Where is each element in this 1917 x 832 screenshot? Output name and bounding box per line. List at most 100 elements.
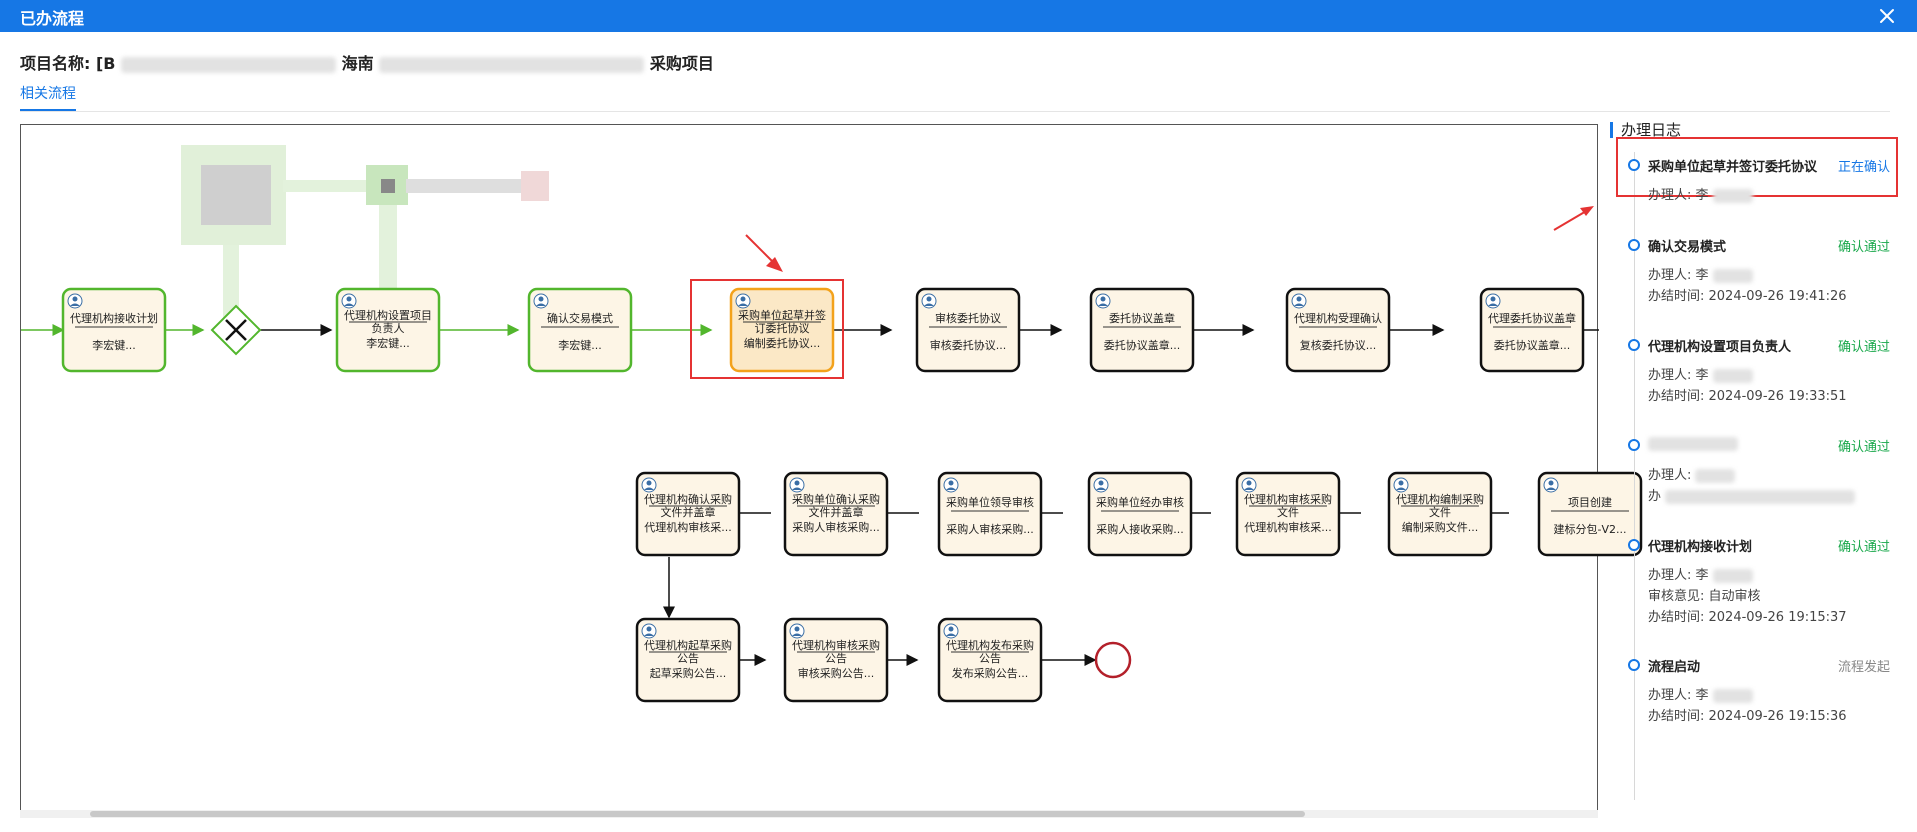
flow-node[interactable]: 采购单位起草并签订委托协议编制委托协议... [729, 287, 835, 373]
log-entry-status: 流程发起 [1837, 660, 1890, 675]
flow-node[interactable]: 委托协议盖章委托协议盖章... [1089, 287, 1195, 373]
user-icon [641, 477, 657, 493]
flow-node[interactable]: 代理机构审核采购公告审核采购公告... [783, 617, 889, 703]
flow-node-label: 李宏键... [92, 338, 136, 352]
timeline-line [1634, 152, 1635, 800]
timeline-dot-icon [1628, 539, 1640, 551]
window-title: 已办流程 [20, 9, 85, 28]
flow-node-label: 代理机构审核采... [644, 520, 732, 534]
user-icon [67, 293, 83, 309]
log-entry-title: 代理机构设置项目负责人 [1648, 340, 1792, 355]
user-icon [1241, 477, 1257, 493]
flow-node[interactable]: 代理机构编制采购文件编制采购文件... [1387, 471, 1493, 557]
close-icon[interactable] [1875, 4, 1899, 28]
flow-node-label: 代理委托协议盖章 [1488, 311, 1576, 325]
tab-divider [20, 111, 1890, 112]
highlight-box [1616, 137, 1898, 197]
flow-node[interactable]: 代理委托协议盖章委托协议盖章... [1479, 287, 1585, 373]
log-panel: 办理日志 采购单位起草并签订委托协议正在确认办理人: 李确认交易模式确认通过办理… [1610, 112, 1910, 812]
user-icon [789, 623, 805, 639]
flow-node[interactable]: 审核委托协议审核委托协议... [915, 287, 1021, 373]
log-entry-detail: 办结时间: 2024-09-26 19:15:37 [1648, 606, 1847, 625]
user-icon [943, 477, 959, 493]
user-icon [533, 293, 549, 309]
user-icon [341, 293, 357, 309]
flow-node[interactable]: 确认交易模式李宏键... [527, 287, 633, 373]
end-event-icon[interactable] [1094, 641, 1132, 679]
redacted-text [121, 56, 337, 73]
log-entry-detail-text: 办理人: 李 [1648, 368, 1709, 383]
flow-node[interactable]: 代理机构设置项目负责人李宏键... [335, 287, 441, 373]
log-entry-detail: 办结时间: 2024-09-26 19:41:26 [1648, 285, 1847, 304]
flow-node-label: 发布采购公告... [952, 666, 1029, 680]
log-entry-detail: 办理人: [1648, 464, 1736, 483]
flow-node-label: 公告 [825, 652, 847, 665]
redacted-text [1695, 468, 1736, 483]
flow-node-label: 委托协议盖章 [1109, 311, 1175, 325]
flow-node-label: 审核采购公告... [798, 666, 875, 680]
log-entry-status: 确认通过 [1837, 440, 1890, 455]
flow-canvas[interactable]: 代理机构接收计划李宏键...代理机构设置项目负责人李宏键...确认交易模式李宏键… [20, 124, 1643, 816]
flow-node[interactable]: 采购单位确认采购文件并盖章采购人审核采购... [783, 471, 889, 557]
flow-node[interactable]: 代理机构起草采购公告起草采购公告... [635, 617, 741, 703]
user-icon [1095, 293, 1111, 309]
redacted-text [1665, 489, 1856, 504]
flow-node[interactable]: 代理机构审核采购文件代理机构审核采... [1235, 471, 1341, 557]
redacted-text [1712, 688, 1753, 703]
flow-diagram: 代理机构接收计划李宏键...代理机构设置项目负责人李宏键...确认交易模式李宏键… [21, 145, 1643, 703]
scrollbar-thumb[interactable] [90, 811, 1305, 817]
log-entry-detail-text: 办结时间: 2024-09-26 19:15:37 [1648, 610, 1847, 625]
log-entry-detail-text: 办 [1648, 489, 1662, 504]
log-entry-status: 确认通过 [1837, 240, 1890, 255]
flow-node-label: 委托协议盖章... [1494, 338, 1571, 352]
tab-related-flow[interactable]: 相关流程 [20, 83, 76, 111]
redacted-text [1712, 568, 1753, 583]
flow-node-label: 文件 [1277, 505, 1299, 519]
flow-node[interactable]: 代理机构受理确认复核委托协议... [1285, 287, 1391, 373]
flow-node[interactable]: 采购单位经办审核采购人接收采购... [1087, 471, 1193, 557]
log-entry-detail-text: 办结时间: 2024-09-26 19:15:36 [1648, 709, 1847, 724]
flow-node[interactable]: 代理机构接收计划李宏键... [61, 287, 167, 373]
log-entry-detail: 办理人: 李 [1648, 364, 1753, 383]
redacted-region [181, 145, 549, 325]
log-entry-detail: 办理人: 李 [1648, 684, 1753, 703]
log-entry-status: 确认通过 [1837, 340, 1890, 355]
exclusive-gateway[interactable] [210, 304, 262, 356]
log-entry-detail-text: 办理人: 李 [1648, 688, 1709, 703]
log-entry-detail: 办结时间: 2024-09-26 19:33:51 [1648, 385, 1847, 404]
flow-node[interactable]: 项目创建建标分包-V2... [1537, 471, 1643, 557]
flow-node-label: 李宏键... [366, 336, 410, 350]
flow-node-label: 代理机构审核采购 [1244, 492, 1332, 506]
timeline-dot-icon [1628, 439, 1640, 451]
flow-node-label: 复核委托协议... [1300, 338, 1377, 352]
flow-node-label: 代理机构接收计划 [70, 311, 158, 325]
flow-node[interactable]: 代理机构发布采购公告发布采购公告... [937, 617, 1043, 703]
project-name: 项目名称: [B 海南 采购项目 [20, 50, 714, 74]
log-entry-status: 确认通过 [1837, 540, 1890, 555]
project-name-label: 项目名称: [20, 54, 91, 73]
highlight-box [690, 279, 844, 379]
log-entry-detail: 办理人: 李 [1648, 564, 1753, 583]
log-entry-detail: 办结时间: 2024-09-26 19:15:36 [1648, 705, 1847, 724]
flow-node-label: 建标分包-V2... [1554, 522, 1627, 536]
horizontal-scrollbar[interactable] [20, 810, 1598, 818]
redacted-text [379, 56, 645, 73]
flow-node-label: 代理机构确认采购 [644, 492, 732, 506]
log-entry-detail-text: 办理人: 李 [1648, 188, 1709, 203]
flow-node-label: 代理机构审核采... [1244, 520, 1332, 534]
flow-node-label: 采购单位起草并签 [738, 308, 826, 322]
flow-node-label: 采购单位确认采购 [792, 492, 880, 506]
flow-node-label: 代理机构发布采购 [946, 638, 1034, 652]
flow-node[interactable]: 采购单位领导审核采购人审核采购... [937, 471, 1043, 557]
flow-node[interactable]: 代理机构确认采购文件并盖章代理机构审核采... [635, 471, 741, 557]
timeline-dot-icon [1628, 659, 1640, 671]
flow-node-label: 文件并盖章 [809, 505, 864, 519]
log-entry-detail-text: 办理人: [1648, 468, 1692, 483]
timeline-dot-icon [1628, 239, 1640, 251]
flow-node-label: 李宏键... [558, 338, 602, 352]
log-entry-title: 采购单位起草并签订委托协议 [1648, 160, 1818, 175]
flow-node-label: 负责人 [372, 321, 405, 335]
log-entry-detail: 审核意见: 自动审核 [1648, 585, 1761, 604]
flow-node-label: 项目创建 [1568, 495, 1612, 509]
flow-node-label: 编制委托协议... [744, 336, 821, 350]
